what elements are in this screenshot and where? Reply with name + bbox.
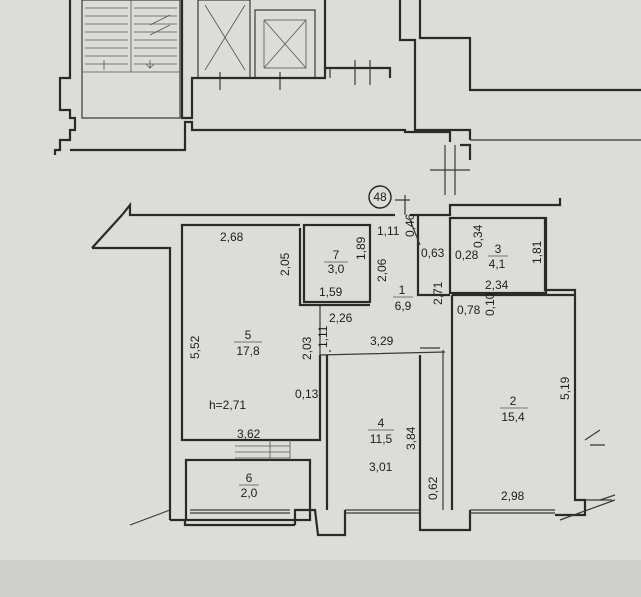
dim-1-59: 1,59 [319,285,343,299]
dim-1-81: 1,81 [530,240,544,264]
apartment-number-badge [368,185,392,209]
room-2-area: 15,4 [501,410,525,424]
dimension-labels: 2,68 2,05 1,89 1,11 0,46 0,63 0,34 0,28 … [188,213,572,503]
room-labels: 1 6,9 2 15,4 3 4,1 4 11,5 5 17,8 6 2,0 7… [209,242,528,500]
apartment-number: 48 [373,190,387,204]
room-6-number: 6 [246,471,253,485]
room-7-number: 7 [333,248,340,262]
dim-2-26: 2,26 [329,311,353,325]
ceiling-height: h=2,71 [209,398,246,412]
dim-1-11-top: 1,11 [377,224,400,238]
interior-walls [180,195,575,522]
room-5-area: 17,8 [236,344,260,358]
room-4-number: 4 [378,416,385,430]
room-1-area: 6,9 [395,299,412,313]
dim-5-19: 5,19 [558,376,572,400]
room-1-number: 1 [399,283,406,297]
dim-2-98: 2,98 [501,489,525,503]
room-6-area: 2,0 [241,486,258,500]
dim-0-34: 0,34 [471,224,485,248]
dim-2-34: 2,34 [485,278,509,292]
room-3-number: 3 [495,242,502,256]
dim-5-52: 5,52 [188,335,202,359]
dim-2-06: 2,06 [375,258,389,282]
dim-0-10: 0,10 [483,292,497,316]
dim-0-78: 0,78 [457,303,481,317]
dim-2-68: 2,68 [220,230,244,244]
dim-0-28: 0,28 [455,248,479,262]
room-7-area: 3,0 [328,262,345,276]
apartment-outline [91,198,616,537]
dim-0-46: 0,46 [403,213,417,237]
dim-3-01: 3,01 [369,460,393,474]
dim-2-03: 2,03 [300,336,314,360]
dim-2-71: 2,71 [431,281,445,305]
room-4-area: 11,5 [370,432,393,446]
dim-3-29: 3,29 [370,334,394,348]
dim-0-13: 0,13 [295,387,319,401]
room-5-number: 5 [245,328,252,342]
dim-1-89: 1,89 [354,236,368,260]
dim-0-62: 0,62 [426,476,440,500]
dim-3-84: 3,84 [404,426,418,450]
stair-treads [85,7,177,70]
dim-3-62: 3,62 [237,427,261,441]
room-2-number: 2 [510,394,517,408]
room-3-area: 4,1 [489,257,506,271]
dim-2-05: 2,05 [278,252,292,276]
dim-1-11-mid: 1,11 [316,325,330,348]
dim-0-63: 0,63 [421,246,445,260]
building-core-outline [53,0,641,195]
